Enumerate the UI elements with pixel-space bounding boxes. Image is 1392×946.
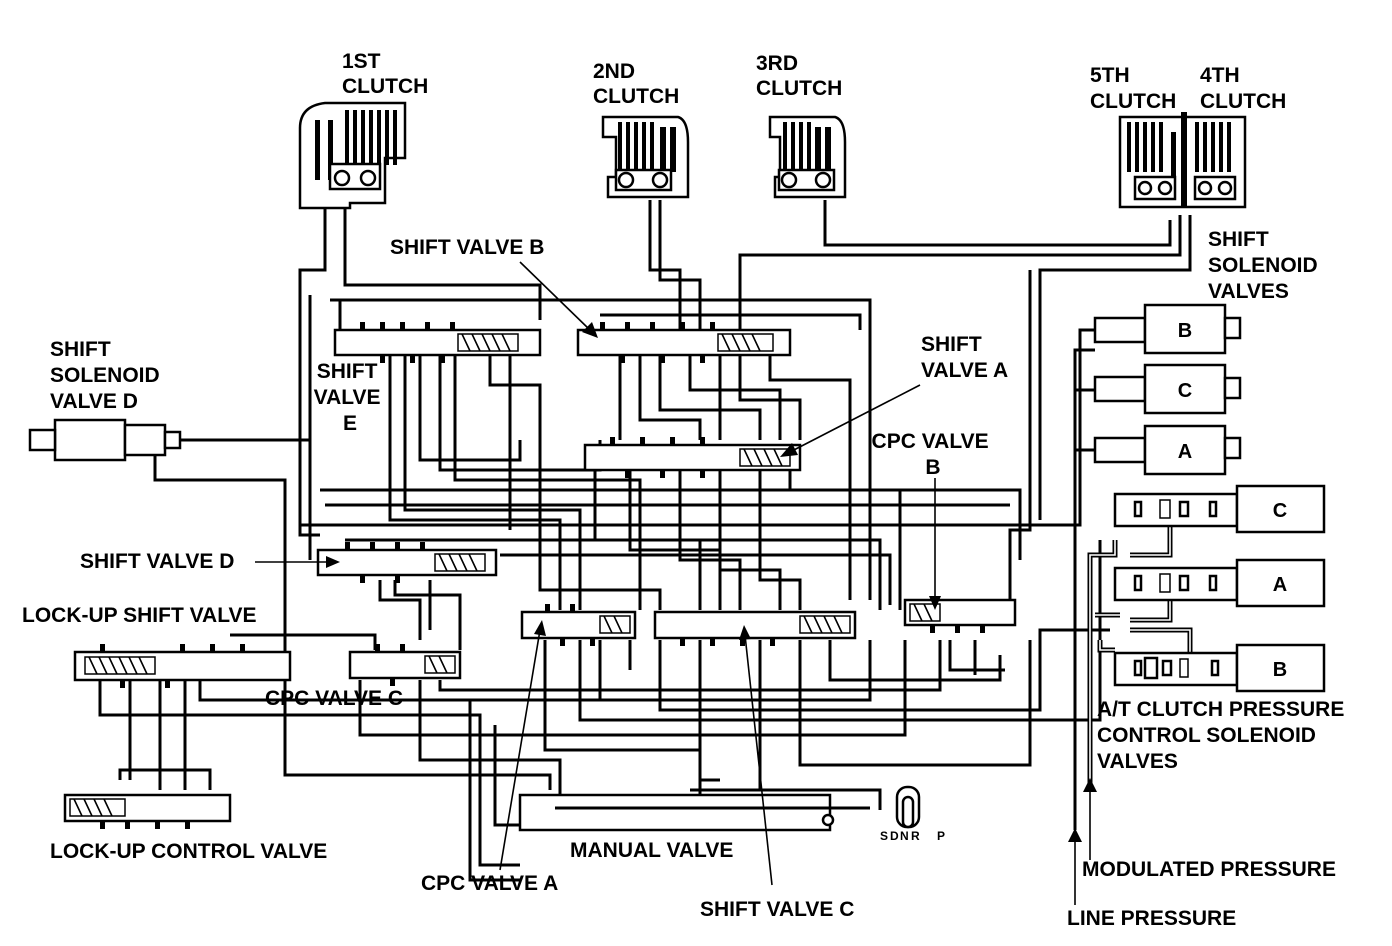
label-modulated-pressure: MODULATED PRESSURE: [1082, 858, 1336, 881]
label-line-pressure: LINE PRESSURE: [1067, 907, 1236, 930]
fluid-passages: [98, 200, 1193, 882]
pressure-control-solenoid-a: A: [1113, 558, 1326, 608]
pressure-control-solenoid-c: C: [1113, 484, 1326, 534]
manual-valve: [518, 785, 921, 832]
label-4th-clutch: 4TH CLUTCH: [1200, 64, 1286, 113]
label-manual-valve: MANUAL VALVE: [570, 839, 733, 862]
clutch-3rd: [768, 115, 847, 199]
label-5th-clutch: 5TH CLUTCH: [1090, 64, 1176, 113]
label-shift-solenoid-valve-d: SHIFT SOLENOID VALVE D: [50, 338, 166, 413]
label-shift-solenoid-valves: SHIFT SOLENOID VALVES: [1208, 228, 1324, 303]
pressure-solenoid-b-letter: B: [1273, 659, 1287, 681]
shift-solenoid-b-letter: B: [1178, 320, 1192, 342]
shift-valve-b: [576, 322, 792, 363]
shift-solenoid-c-letter: C: [1178, 380, 1192, 402]
clutch-5th-4th: [1118, 112, 1247, 209]
shift-valve-e: [333, 322, 542, 363]
shift-solenoid-b: B: [1093, 303, 1242, 355]
pressure-solenoid-a-letter: A: [1273, 574, 1287, 596]
svg-text:P: P: [937, 829, 945, 843]
label-shift-valve-e: SHIFT VALVE E: [314, 360, 387, 435]
shift-valve-a: [583, 437, 802, 478]
label-3rd-clutch: 3RD CLUTCH: [756, 52, 842, 100]
leader-lines: [255, 261, 1097, 905]
label-cpc-valve-c: CPC VALVE C: [265, 687, 403, 710]
cpc-valve-b: [903, 598, 1017, 633]
label-shift-valve-d: SHIFT VALVE D: [80, 550, 234, 573]
labels: 1ST CLUTCH 2ND CLUTCH 3RD CLUTCH 5TH CLU…: [22, 50, 1350, 930]
label-shift-valve-a: SHIFT VALVE A: [921, 333, 1008, 382]
label-2nd-clutch: 2ND CLUTCH: [593, 60, 679, 108]
svg-text:D: D: [890, 829, 899, 843]
svg-text:N: N: [900, 829, 909, 843]
label-1st-clutch: 1ST CLUTCH: [342, 50, 428, 98]
pressure-control-solenoid-b: B: [1113, 643, 1326, 693]
cpc-valve-c: [348, 644, 462, 686]
lockup-control-valve: [63, 793, 232, 829]
pressure-solenoid-c-letter: C: [1273, 500, 1287, 522]
label-at-clutch-pressure-control: A/T CLUTCH PRESSURE CONTROL SOLENOID VAL…: [1097, 698, 1350, 773]
label-lockup-control-valve: LOCK-UP CONTROL VALVE: [50, 840, 327, 863]
shift-valve-d: [316, 542, 498, 583]
clutch-2nd: [601, 115, 690, 199]
label-shift-valve-b: SHIFT VALVE B: [390, 236, 544, 259]
lockup-shift-valve: [73, 644, 292, 688]
label-shift-valve-c: SHIFT VALVE C: [700, 898, 854, 921]
label-lockup-shift-valve: LOCK-UP SHIFT VALVE: [22, 604, 257, 627]
manual-positions: S D N R P: [880, 829, 945, 843]
label-cpc-valve-a: CPC VALVE A: [421, 872, 558, 895]
shift-solenoid-a-letter: A: [1178, 441, 1192, 463]
label-cpc-valve-b: CPC VALVE B: [872, 430, 995, 479]
svg-text:R: R: [911, 829, 920, 843]
shift-solenoid-a: A: [1093, 424, 1242, 476]
svg-text:S: S: [880, 829, 888, 843]
shift-valve-c: [653, 610, 857, 646]
shift-solenoid-valve-d: [28, 418, 182, 462]
clutch-1st: [298, 101, 407, 210]
shift-solenoid-c: C: [1093, 363, 1242, 415]
